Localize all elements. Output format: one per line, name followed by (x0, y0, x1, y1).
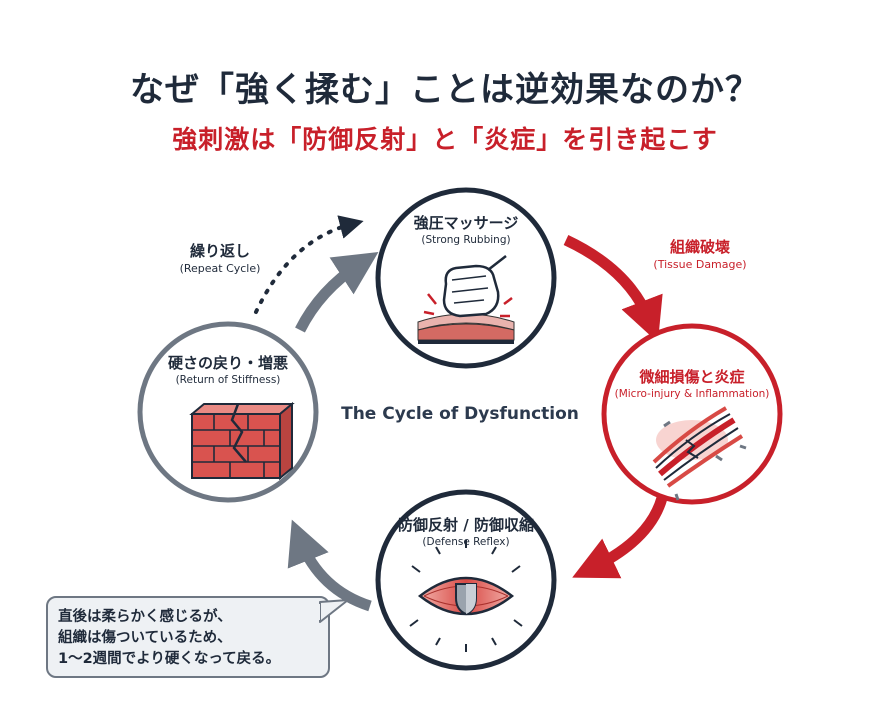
callout-line: 1〜2週間でより硬くなって戻る。 (58, 651, 281, 667)
repeat-cycle-label: 繰り返し (189, 242, 250, 260)
arrow-right-to-bottom (572, 496, 668, 579)
node-right-circle (601, 323, 783, 505)
fist-pressing-icon (417, 255, 515, 344)
repeat-cycle-sublabel: (Repeat Cycle) (179, 262, 261, 275)
node-right-title: 微細損傷と炎症 (639, 368, 745, 386)
node-left-subtitle: (Return of Stiffness) (175, 374, 281, 386)
arrow-left-to-top (295, 252, 379, 333)
arrow-repeat-cycle (254, 215, 364, 314)
node-top-subtitle: (Strong Rubbing) (421, 234, 511, 246)
tissue-damage-sublabel: (Tissue Damage) (653, 258, 747, 271)
node-bottom-subtitle: (Defense Reflex) (422, 536, 510, 548)
defense-reflex-icon (409, 540, 523, 652)
callout-line: 直後は柔らかく感じるが、 (58, 609, 232, 625)
callout-line: 組織は傷ついているため、 (58, 630, 232, 646)
node-top-title: 強圧マッサージ (413, 214, 519, 232)
tissue-damage-label: 組織破壊 (669, 238, 730, 256)
arrow-bottom-to-left (287, 519, 372, 612)
node-right-subtitle: (Micro-injury & Inflammation) (614, 388, 770, 400)
node-bottom-title: 防御反射 / 防御収縮 (398, 516, 534, 534)
page-subtitle: 強刺激は「防御反射」と「炎症」を引き起こす (172, 125, 718, 154)
arrow-top-to-right (563, 235, 663, 343)
cracked-brick-wall-icon (189, 401, 295, 481)
node-left-title: 硬さの戻り・増悪 (167, 354, 288, 372)
cycle-center-label: The Cycle of Dysfunction (341, 404, 579, 424)
page-title: なぜ「強く揉む」ことは逆効果なのか？ (130, 70, 760, 110)
callout-pointer (318, 599, 349, 623)
callout-note: 直後は柔らかく感じるが、 組織は傷ついているため、 1〜2週間でより硬くなって戻… (46, 596, 330, 678)
micro-injury-icon (652, 406, 747, 501)
